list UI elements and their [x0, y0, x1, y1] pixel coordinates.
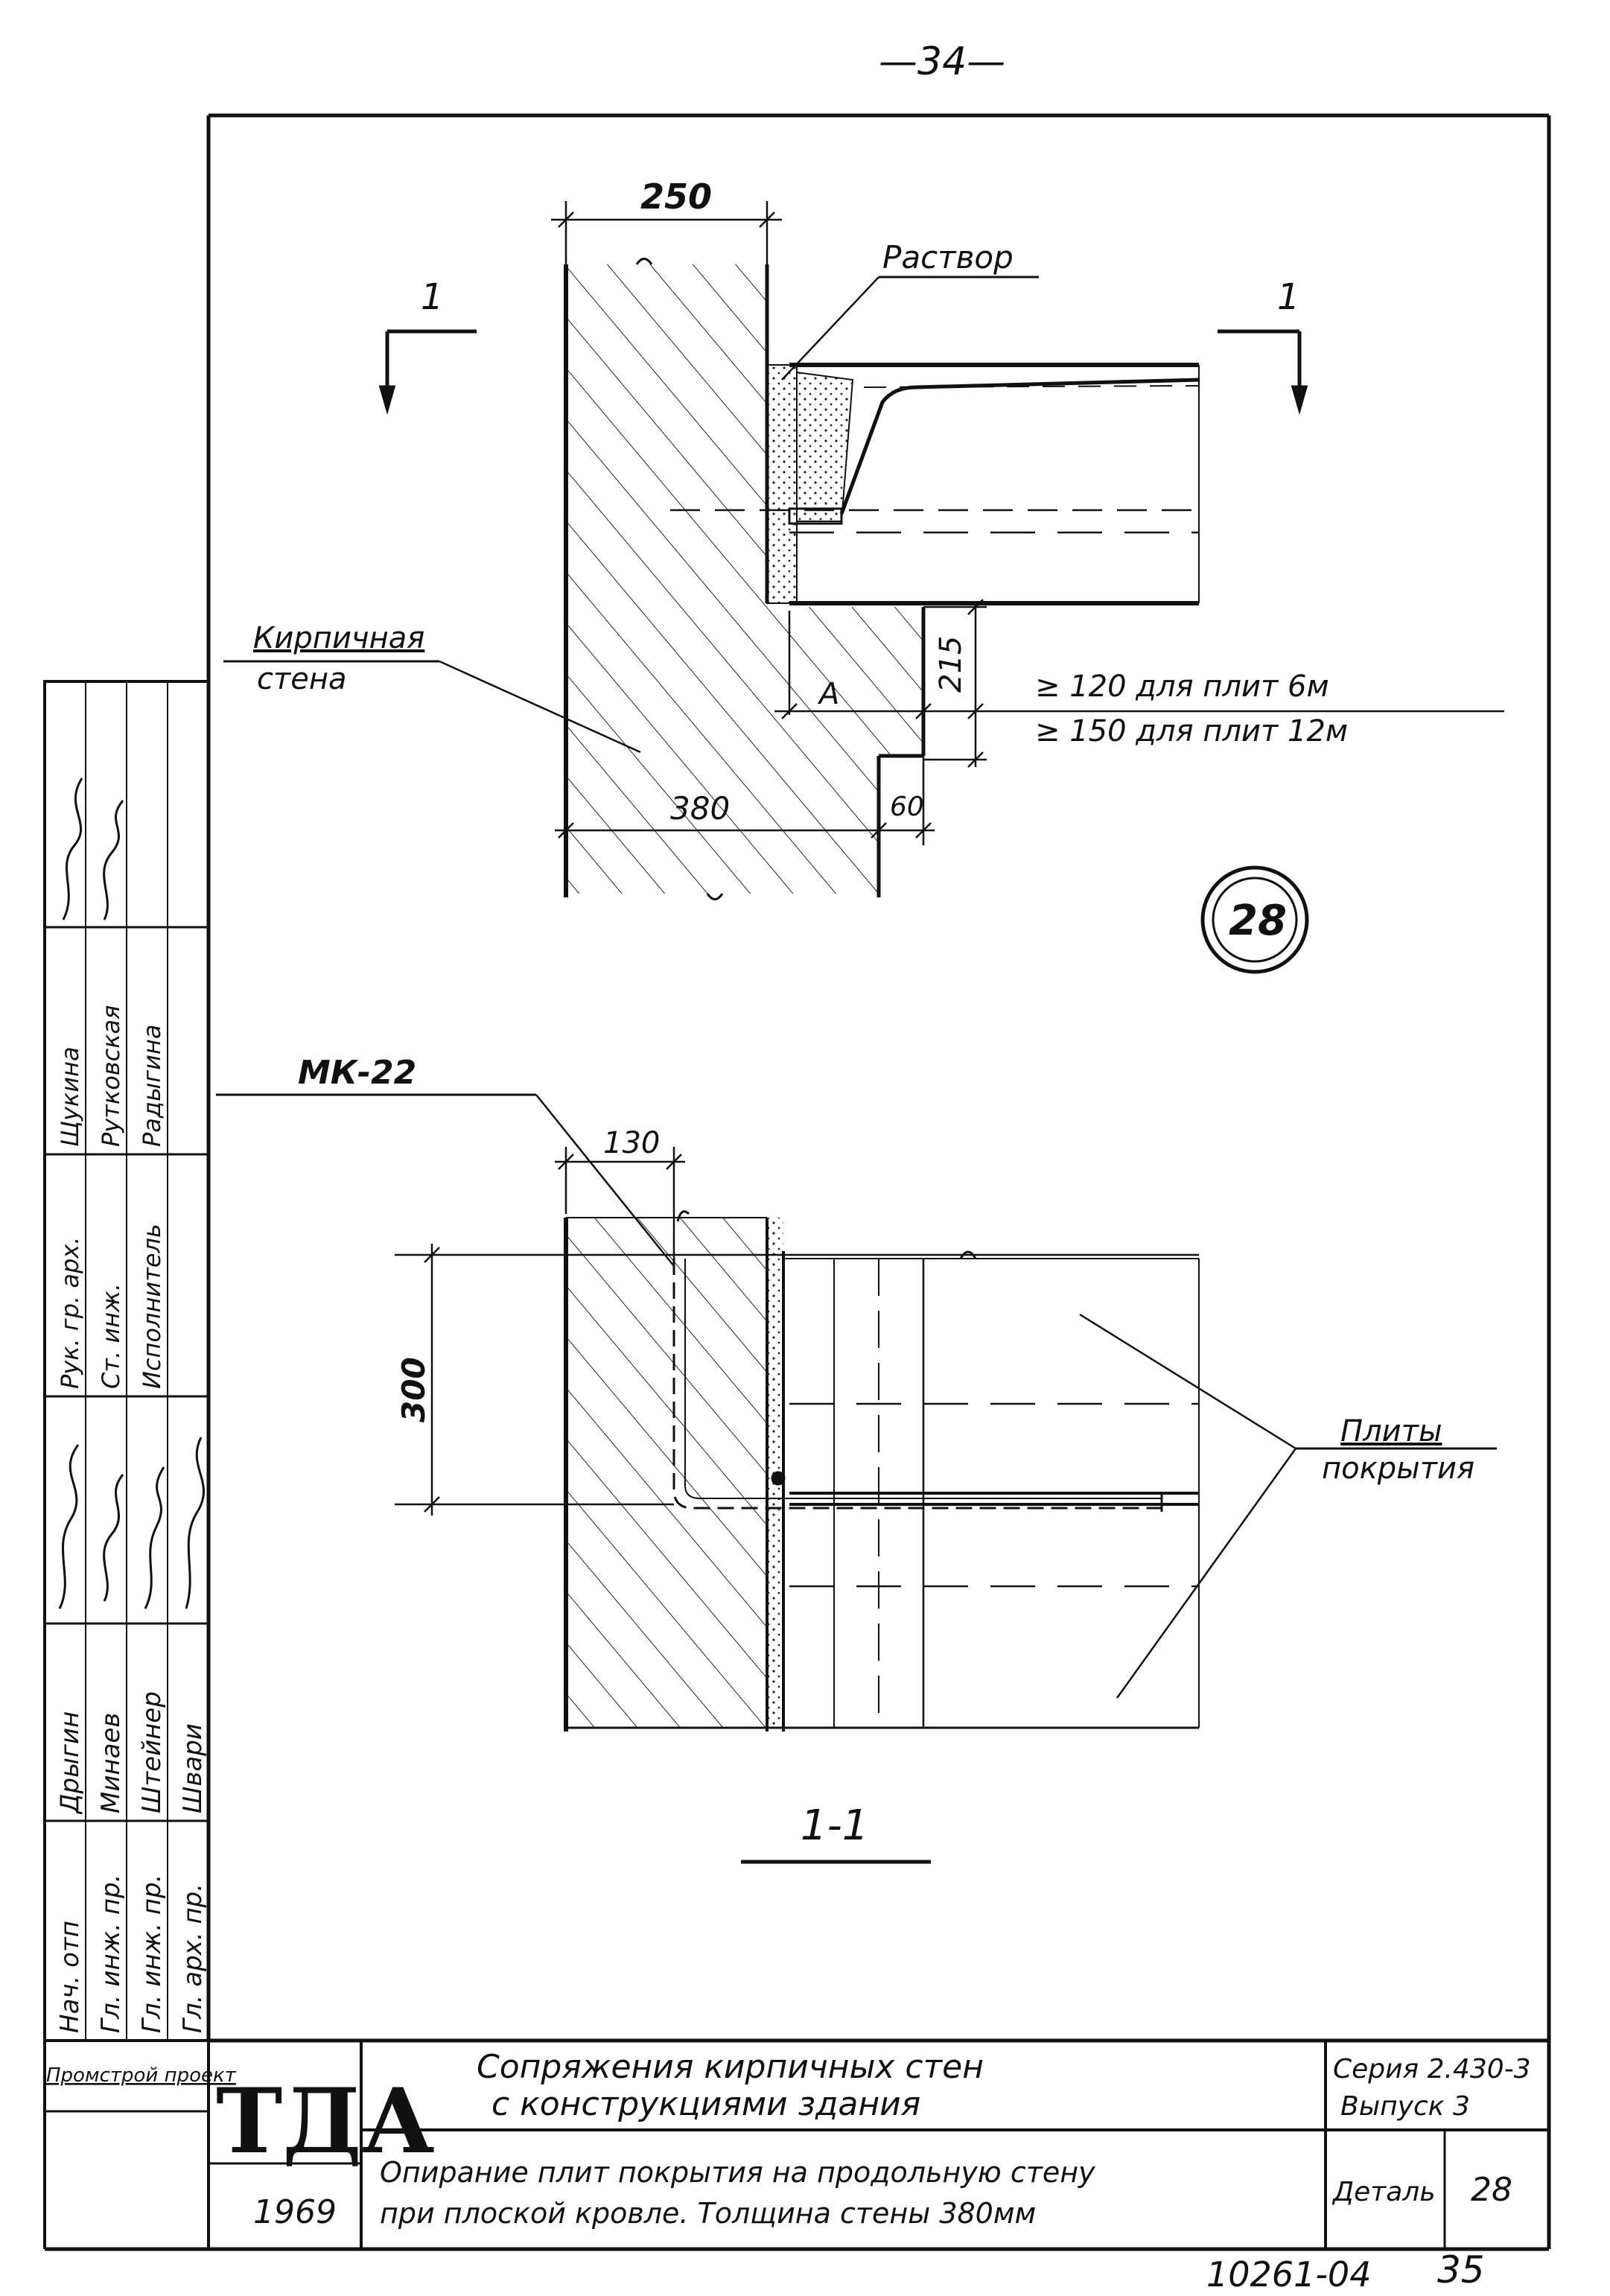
dimension-300	[395, 1244, 1199, 1516]
section-title: 1-1	[801, 1801, 868, 1850]
anchor-label: МК-22	[298, 1054, 416, 1092]
dimension-215	[774, 599, 1504, 768]
stamp-signatures-a	[58, 1437, 206, 1609]
dimension-215-label: 215	[934, 636, 968, 693]
stamp-name-b-1: Щукина	[56, 1046, 84, 1147]
stamp-role-b-3: Исполнитель	[138, 1224, 166, 1389]
year: 1969	[253, 2193, 337, 2231]
title-line1: Сопряжения кирпичных стен	[477, 2048, 984, 2086]
dimension-130-label: 130	[603, 1126, 660, 1160]
series-line2: Выпуск 3	[1340, 2091, 1470, 2122]
stamp-name-b-3: Радыгина	[138, 1025, 166, 1147]
dimension-380-label: 380	[670, 790, 730, 827]
section-view: МК-22 130 300 Плиты покрытия 1-1	[216, 1054, 1497, 1864]
detail-marker	[1200, 865, 1309, 974]
stamp-signatures-b	[62, 777, 124, 920]
stamp-role-3: Гл. инж. пр.	[137, 1874, 167, 2033]
side-stamp: Нач. отп Гл. инж. пр. Гл. инж. пр. Гл. а…	[43, 680, 237, 2113]
slabs-label-line2: покрытия	[1322, 1451, 1474, 1486]
dimension-130	[555, 1147, 685, 1259]
section-mark-right-label: 1	[1277, 276, 1300, 318]
wall-label-line1: Кирпичная	[253, 621, 424, 655]
stamp-role-b-2: Ст. инж.	[97, 1283, 125, 1389]
bearing-note-line2: ≥ 150 для плит 12м	[1035, 714, 1348, 748]
detail-label: Деталь	[1331, 2177, 1436, 2207]
dimension-300-label: 300	[395, 1357, 432, 1422]
bearing-note-line1: ≥ 120 для плит 6м	[1035, 670, 1329, 704]
section-mark-left-label: 1	[421, 276, 444, 318]
stamp-org: Промстрой проект	[46, 2064, 237, 2087]
footer-sheet: 35	[1437, 2248, 1485, 2292]
roof-slab-top	[670, 363, 1200, 605]
brick-wall-top	[566, 264, 923, 894]
section-mark-left	[378, 329, 477, 416]
subtitle-line2: при плоской кровле. Толщина стены 380мм	[380, 2197, 1036, 2230]
dimension-A-label: А	[817, 677, 839, 711]
detail-number: 28	[1471, 2171, 1512, 2209]
brick-wall-section	[566, 1218, 767, 1728]
wall-label-line2: стена	[257, 662, 347, 696]
stamp-name-3: Штейнер	[137, 1691, 167, 1813]
stamp-role-4: Гл. арх. пр.	[178, 1883, 208, 2033]
dimension-380	[555, 756, 935, 845]
page-number: —34—	[879, 39, 1005, 84]
dimension-250	[551, 201, 782, 264]
dimension-60-label: 60	[890, 792, 924, 822]
title-block	[43, 2041, 1549, 2251]
top-view: 1 1 250 Раствор Кирпичная стена	[223, 177, 1504, 974]
stamp-role-b-1: Рук. гр. арх.	[56, 1237, 84, 1389]
title-line2: с конструкциями здания	[491, 2085, 920, 2123]
roof-slabs-section	[783, 1250, 1200, 1728]
stamp-role-2: Гл. инж. пр.	[96, 1874, 126, 2033]
stamp-name-4: Швари	[178, 1723, 208, 1813]
subtitle-line1: Опирание плит покрытия на продольную сте…	[380, 2156, 1095, 2189]
stamp-role-1: Нач. отп	[55, 1921, 85, 2033]
dimension-250-label: 250	[640, 177, 712, 217]
sheet-frame	[206, 113, 1551, 2249]
stamp-name-2: Минаев	[96, 1713, 126, 1813]
mortar-joint	[766, 364, 798, 604]
section-mark-right	[1218, 329, 1308, 416]
logo: ТДА	[216, 2069, 435, 2174]
anchor-mk22	[672, 1259, 1163, 1512]
mortar-label: Раствор	[882, 239, 1014, 276]
detail-marker-number: 28	[1229, 897, 1287, 945]
series-line1: Серия 2.430-3	[1333, 2054, 1531, 2084]
stamp-name-1: Дрыгин	[55, 1711, 85, 1815]
stamp-name-b-2: Рутковская	[97, 1005, 125, 1147]
footer-code: 10261-04	[1206, 2254, 1371, 2295]
slabs-label-line1: Плиты	[1340, 1414, 1442, 1448]
